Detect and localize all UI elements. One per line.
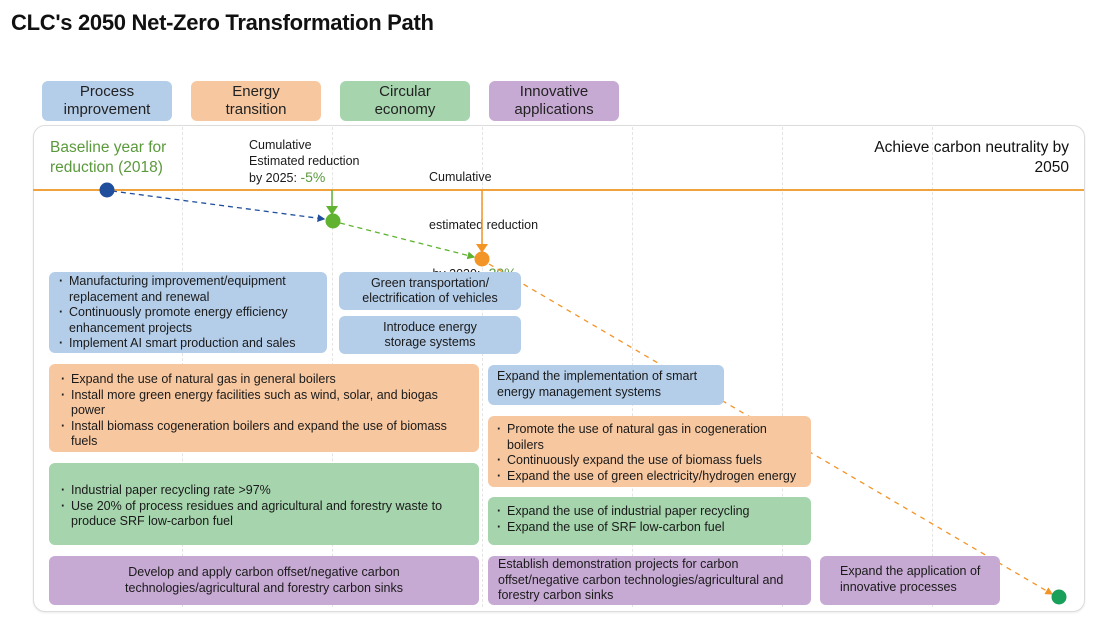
milestone-2025-value: -5% [300,169,326,185]
milestone-2030-arrowhead [476,244,488,253]
category-label: Energy [232,83,280,100]
trajectory-segment-2025-2030 [339,222,476,260]
milestone-text: estimated reduction [429,218,539,232]
action-item: Install biomass cogeneration boilers and… [61,419,469,450]
action-item: Manufacturing improvement/equipment repl… [59,274,319,305]
phase1-energy-storage-box: Introduce energy storage systems [339,316,521,354]
action-item: Industrial paper recycling rate >97% [61,483,469,499]
milestone-2025-arrowhead [326,206,338,215]
action-item: Install more green energy facilities suc… [61,388,469,419]
category-label: transition [225,101,287,118]
phase1-innovative-box: Develop and apply carbon offset/negative… [49,556,479,605]
milestone-2025-label: Cumulative Estimated reduction by 2025: … [249,137,359,186]
milestone-text: Cumulative [249,138,312,152]
trajectory-segment-2030-2050 [488,263,1054,595]
milestone-text: Estimated reduction [249,154,360,168]
category-label: economy [374,101,436,118]
goal-label: Achieve carbon neutrality by 2050 [809,138,1069,178]
phase1-energy-box: Expand the use of natural gas in general… [49,364,479,452]
baseline-2018-dot [99,182,115,198]
page-title: CLC's 2050 Net-Zero Transformation Path [11,10,434,35]
goal-text: 2050 [1034,159,1069,176]
phase2-energy-box: Promote the use of natural gas in cogene… [488,416,811,487]
trajectory-segment-2018-2025 [111,190,326,223]
phase3-innovative-box: Expand the application of innovative pro… [820,556,1000,605]
goal-text: Achieve carbon neutrality by [874,139,1069,156]
category-label: improvement [63,101,151,118]
action-item: Expand the application of innovative pro… [840,564,981,594]
milestone-text: by 2025: [249,171,301,185]
milestone-2025-dot [325,213,341,229]
action-item: Implement AI smart production and sales [59,336,319,352]
gridline [932,127,933,607]
phase1-green-transport-box: Green transportation/ electrification of… [339,272,521,310]
action-item: Expand the use of natural gas in general… [61,372,469,388]
category-label: applications [514,101,594,118]
timeline-axis [33,189,1084,191]
category-label: Circular [379,83,431,100]
action-item: Expand the use of industrial paper recyc… [497,504,803,520]
milestone-2030-dot [474,251,490,267]
action-item: Green transportation/ electrification of… [362,275,498,306]
baseline-label-line: Baseline year for [50,139,167,156]
gridline [782,127,783,607]
phase1-process-box: Manufacturing improvement/equipment repl… [49,272,327,353]
action-item: Expand the use of green electricity/hydr… [497,469,803,485]
baseline-label: Baseline year for reduction (2018) [50,138,166,178]
category-label: Process [79,83,135,100]
action-item: Continuously expand the use of biomass f… [497,453,803,469]
action-item: Continuously promote energy efficiency e… [59,305,319,336]
action-item: Expand the implementation of smart energ… [497,369,698,399]
baseline-label-line: reduction (2018) [50,159,163,176]
gridline [482,127,483,607]
phase1-circular-box: Industrial paper recycling rate >97% Use… [49,463,479,545]
phase2-innovative-box: Establish demonstration projects for car… [488,556,811,605]
action-item: Introduce energy storage systems [383,319,477,350]
phase2-process-box: Expand the implementation of smart energ… [488,365,724,405]
goal-2050-dot [1051,589,1067,605]
action-item: Establish demonstration projects for car… [498,557,784,602]
milestone-text: Cumulative [429,170,492,184]
action-item: Use 20% of process residues and agricult… [61,499,469,530]
action-item: Develop and apply carbon offset/negative… [125,565,403,595]
category-label: Innovative [519,83,589,100]
action-item: Promote the use of natural gas in cogene… [497,422,803,453]
action-item: Expand the use of SRF low-carbon fuel [497,520,803,536]
phase2-circular-box: Expand the use of industrial paper recyc… [488,497,811,545]
